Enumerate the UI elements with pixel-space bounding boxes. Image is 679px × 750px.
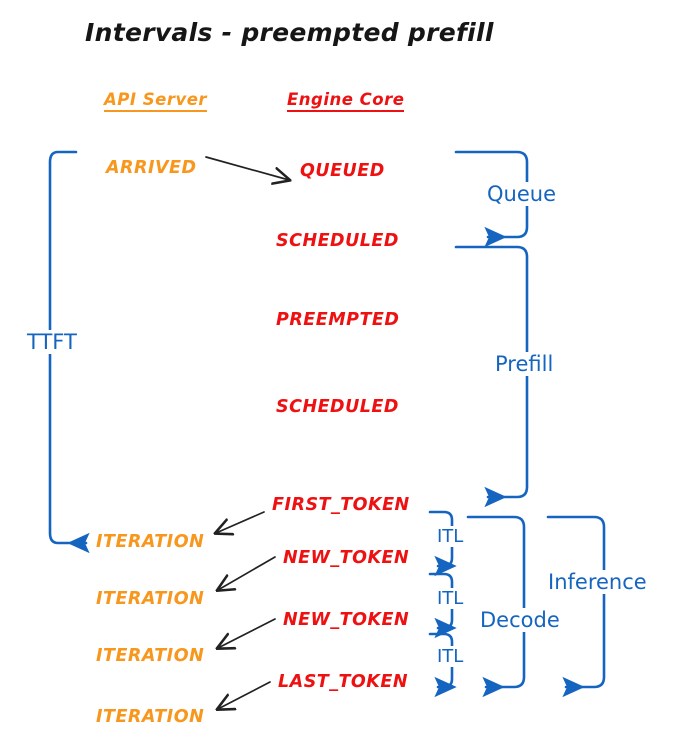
- interval-bracket-decode: [466, 515, 526, 698]
- interval-label-decode: Decode: [477, 608, 563, 632]
- transition-arrow-last-token: [218, 681, 271, 709]
- interval-label-inference: Inference: [545, 570, 650, 594]
- event-last-token: LAST_TOKEN: [278, 672, 408, 692]
- event-first-token: FIRST_TOKEN: [272, 495, 410, 515]
- interval-label-itl-1: ITL: [434, 526, 467, 547]
- event-iteration-3: ITERATION: [96, 646, 205, 666]
- transition-arrow-new-token-1: [218, 556, 276, 590]
- column-header-engine-core: Engine Core: [287, 90, 405, 112]
- event-iteration-4: ITERATION: [96, 707, 205, 727]
- interval-label-itl-2: ITL: [434, 588, 467, 609]
- transition-arrow-first-token: [216, 511, 265, 533]
- event-queued: QUEUED: [300, 161, 385, 181]
- column-header-api-server-label: API Server: [104, 90, 208, 112]
- interval-label-queue: Queue: [484, 182, 559, 206]
- event-iteration-2: ITERATION: [96, 589, 205, 609]
- event-scheduled-2: SCHEDULED: [276, 397, 399, 417]
- event-new-token-1: NEW_TOKEN: [283, 548, 410, 568]
- interval-label-prefill: Prefill: [492, 352, 557, 376]
- column-header-engine-core-label: Engine Core: [287, 90, 405, 112]
- page-title: Intervals - preempted prefill: [85, 18, 494, 47]
- event-new-token-2: NEW_TOKEN: [283, 610, 410, 630]
- event-preempted: PREEMPTED: [276, 310, 400, 330]
- interval-bracket-inference: [546, 515, 606, 698]
- transition-arrow-arrived-queued: [205, 156, 289, 180]
- interval-label-itl-3: ITL: [434, 646, 467, 667]
- event-scheduled-1: SCHEDULED: [276, 231, 399, 251]
- column-header-api-server: API Server: [104, 90, 208, 112]
- transition-arrow-new-token-2: [218, 618, 276, 648]
- event-iteration-1: ITERATION: [96, 532, 205, 552]
- interval-label-ttft: TTFT: [24, 330, 80, 354]
- event-arrived: ARRIVED: [106, 158, 197, 178]
